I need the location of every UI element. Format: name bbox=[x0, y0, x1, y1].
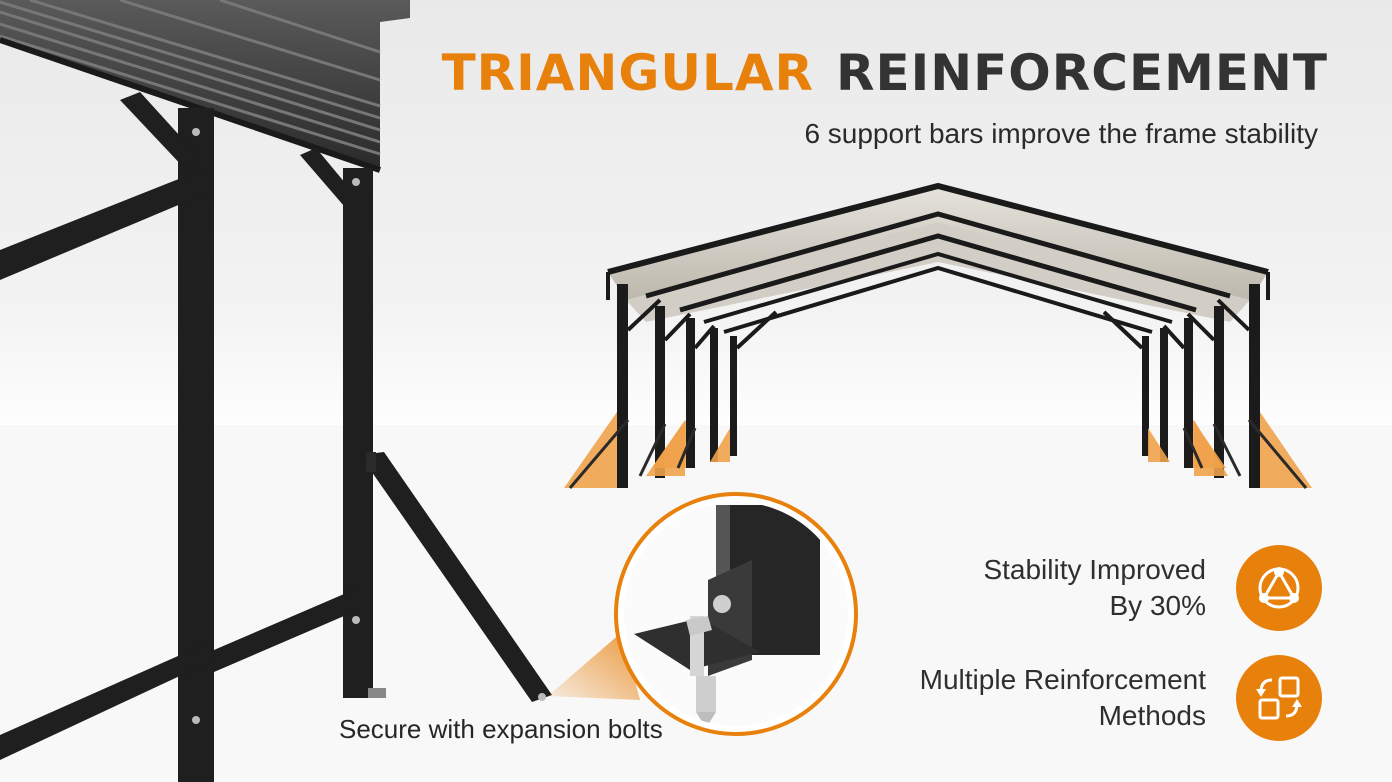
headline: TRIANGULAR REINFORCEMENT bbox=[442, 44, 1328, 102]
feature-stability-text: Stability Improved By 30% bbox=[983, 554, 1206, 621]
carport-model bbox=[564, 182, 1312, 489]
headline-part-2: REINFORCEMENT bbox=[836, 44, 1328, 102]
bolt-closeup bbox=[614, 492, 858, 736]
feature-methods-text: Multiple Reinforcement Methods bbox=[919, 664, 1206, 731]
expansion-bolt-caption: Secure with expansion bolts bbox=[339, 714, 663, 744]
headline-part-1: TRIANGULAR bbox=[441, 44, 815, 102]
closeup-roof bbox=[0, 0, 410, 173]
spotlight bbox=[548, 632, 640, 700]
swap-squares-icon bbox=[1236, 655, 1322, 741]
triangle-network-icon bbox=[1236, 545, 1322, 631]
closeup-frame bbox=[0, 92, 552, 782]
subtitle: 6 support bars improve the frame stabili… bbox=[804, 118, 1318, 149]
feature-stability: Stability Improved By 30% bbox=[983, 545, 1322, 631]
feature-methods: Multiple Reinforcement Methods bbox=[920, 655, 1322, 741]
